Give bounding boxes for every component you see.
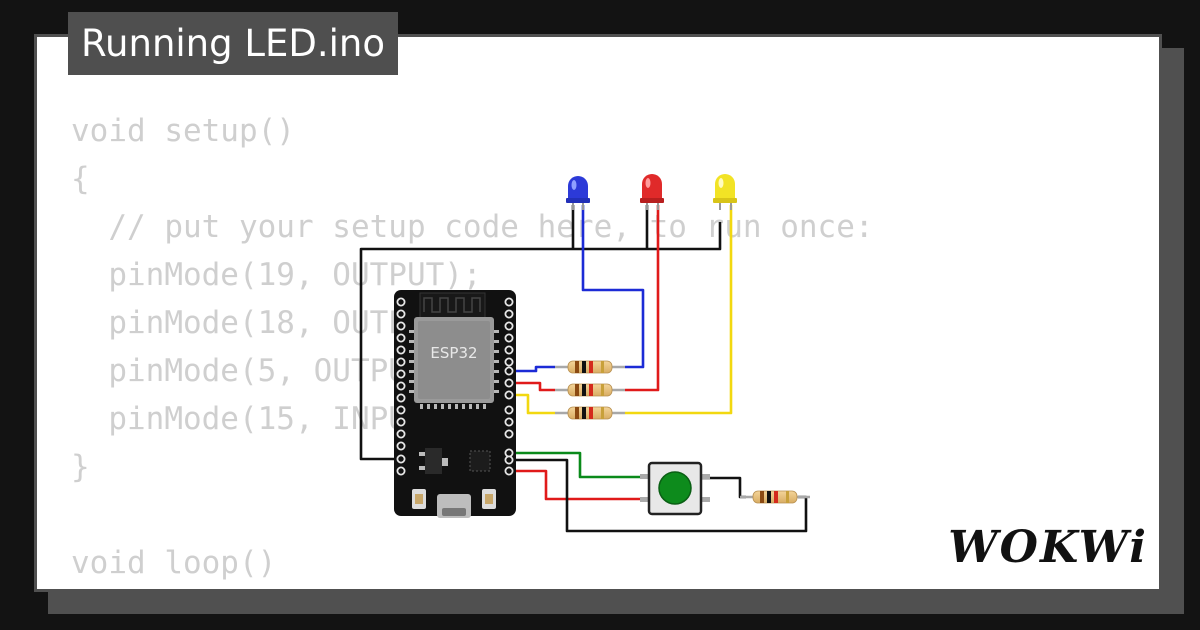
push-button	[640, 461, 710, 516]
code-line: pinMode(19, OUTPUT);	[71, 257, 482, 293]
led-yellow	[713, 174, 737, 210]
esp32-board: ESP32	[394, 290, 516, 518]
code-line: }	[71, 449, 90, 485]
wire-gnd	[359, 205, 722, 461]
code-line: // put your setup code here, to run once…	[71, 209, 874, 245]
resistor	[555, 383, 625, 397]
code-line: {	[71, 161, 90, 197]
esp32-label: ESP32	[430, 344, 477, 362]
wire-blue	[512, 205, 645, 373]
project-title: Running LED.ino	[68, 12, 398, 75]
wire-green	[512, 451, 648, 479]
wire-red-button	[512, 469, 648, 501]
led-blue	[566, 176, 590, 210]
resistor	[555, 406, 625, 420]
code-line: void setup()	[71, 113, 295, 149]
code-preview: void setup() { // put your setup code he…	[71, 107, 874, 589]
wires	[359, 205, 808, 533]
preview-card: void setup() { // put your setup code he…	[34, 34, 1162, 592]
wokwi-logo: WOKWi	[948, 522, 1148, 573]
resistor	[740, 490, 810, 504]
resistor	[555, 360, 625, 374]
led-red	[640, 174, 664, 210]
wire-yellow	[512, 205, 733, 415]
code-line: void loop()	[71, 545, 277, 581]
wire-red	[512, 205, 660, 392]
